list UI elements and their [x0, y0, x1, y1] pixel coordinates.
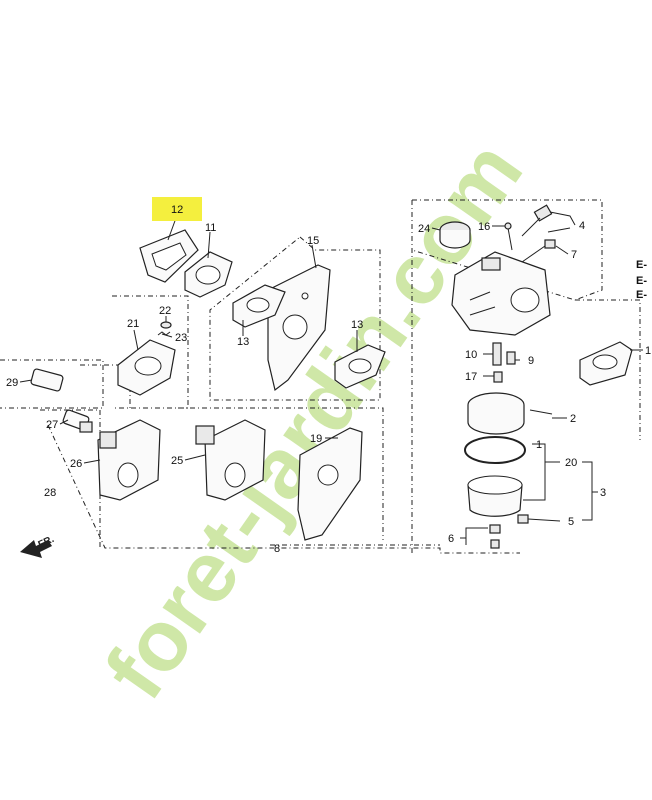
label-1-flange[interactable]: 1	[645, 345, 651, 357]
part-12-gasket[interactable]	[139, 229, 199, 283]
part-11-insulator[interactable]	[184, 251, 233, 298]
side-label-2: E-	[636, 275, 647, 287]
part-16-screw[interactable]	[504, 222, 513, 251]
label-8[interactable]: 8	[274, 543, 280, 555]
part-21-insulator[interactable]	[117, 339, 176, 396]
part-1-flange-gasket[interactable]	[579, 341, 633, 386]
part-9-jet[interactable]	[506, 351, 516, 365]
part-3-float-bowl[interactable]	[467, 475, 523, 517]
label-5[interactable]: 5	[568, 516, 574, 528]
label-21[interactable]: 21	[127, 318, 139, 330]
label-26[interactable]: 26	[70, 458, 82, 470]
label-13b[interactable]: 13	[351, 319, 363, 331]
label-19[interactable]: 19	[310, 433, 322, 445]
label-17[interactable]: 17	[465, 371, 477, 383]
label-20[interactable]: 20	[565, 457, 577, 469]
part-26-insulator[interactable]	[97, 419, 161, 501]
part-27-connector[interactable]	[62, 409, 93, 433]
label-1[interactable]: 1	[536, 439, 542, 451]
side-label-3: E-	[636, 289, 647, 301]
label-27[interactable]: 27	[46, 419, 58, 431]
part-7-screw[interactable]	[521, 239, 556, 263]
part-22-pin[interactable]	[160, 321, 172, 329]
label-15[interactable]: 15	[307, 235, 319, 247]
label-28[interactable]: 28	[44, 487, 56, 499]
label-25[interactable]: 25	[171, 455, 183, 467]
part-13-gasket-b[interactable]	[334, 344, 386, 389]
part-2-float[interactable]	[467, 392, 553, 435]
side-label-1: E-	[636, 259, 647, 271]
part-24-cap[interactable]	[439, 221, 471, 249]
label-16[interactable]: 16	[478, 221, 490, 233]
label-23[interactable]: 23	[175, 332, 187, 344]
label-2[interactable]: 2	[570, 413, 576, 425]
label-9[interactable]: 9	[528, 355, 534, 367]
part-19-plate[interactable]	[297, 427, 363, 541]
label-24[interactable]: 24	[418, 223, 430, 235]
part-29-fitting[interactable]	[30, 368, 64, 392]
highlight-box	[152, 197, 202, 221]
label-29[interactable]: 29	[6, 377, 18, 389]
part-13-gasket-a[interactable]	[232, 284, 286, 328]
part-5-bolt[interactable]	[517, 514, 529, 524]
label-4[interactable]: 4	[579, 220, 585, 232]
part-labels: 12 11 15 13 13 21 22 23 29 27 26 25 28 1…	[6, 204, 651, 555]
part-10-nozzle[interactable]	[492, 342, 502, 366]
label-7[interactable]: 7	[571, 249, 577, 261]
part-23-spring[interactable]	[157, 331, 171, 336]
part-1-gasket-ring[interactable]	[464, 436, 526, 464]
label-10[interactable]: 10	[465, 349, 477, 361]
label-13a[interactable]: 13	[237, 336, 249, 348]
group-frames	[0, 199, 641, 554]
part-4-screw[interactable]	[521, 204, 553, 237]
side-labels: E- E- E-	[636, 259, 647, 301]
label-12[interactable]: 12	[171, 204, 183, 216]
part-25-insulator[interactable]	[195, 419, 266, 501]
label-3[interactable]: 3	[600, 487, 606, 499]
front-direction: FR.	[20, 534, 56, 558]
part-17-jet[interactable]	[493, 371, 503, 383]
label-6[interactable]: 6	[448, 533, 454, 545]
arrow-left-icon	[20, 540, 52, 558]
carburetor-body[interactable]	[451, 251, 551, 336]
front-label: FR.	[37, 534, 56, 551]
part-6-bolt[interactable]	[489, 524, 501, 549]
label-11[interactable]: 11	[205, 222, 216, 234]
leader-lines	[19, 211, 643, 545]
label-22[interactable]: 22	[159, 305, 171, 317]
